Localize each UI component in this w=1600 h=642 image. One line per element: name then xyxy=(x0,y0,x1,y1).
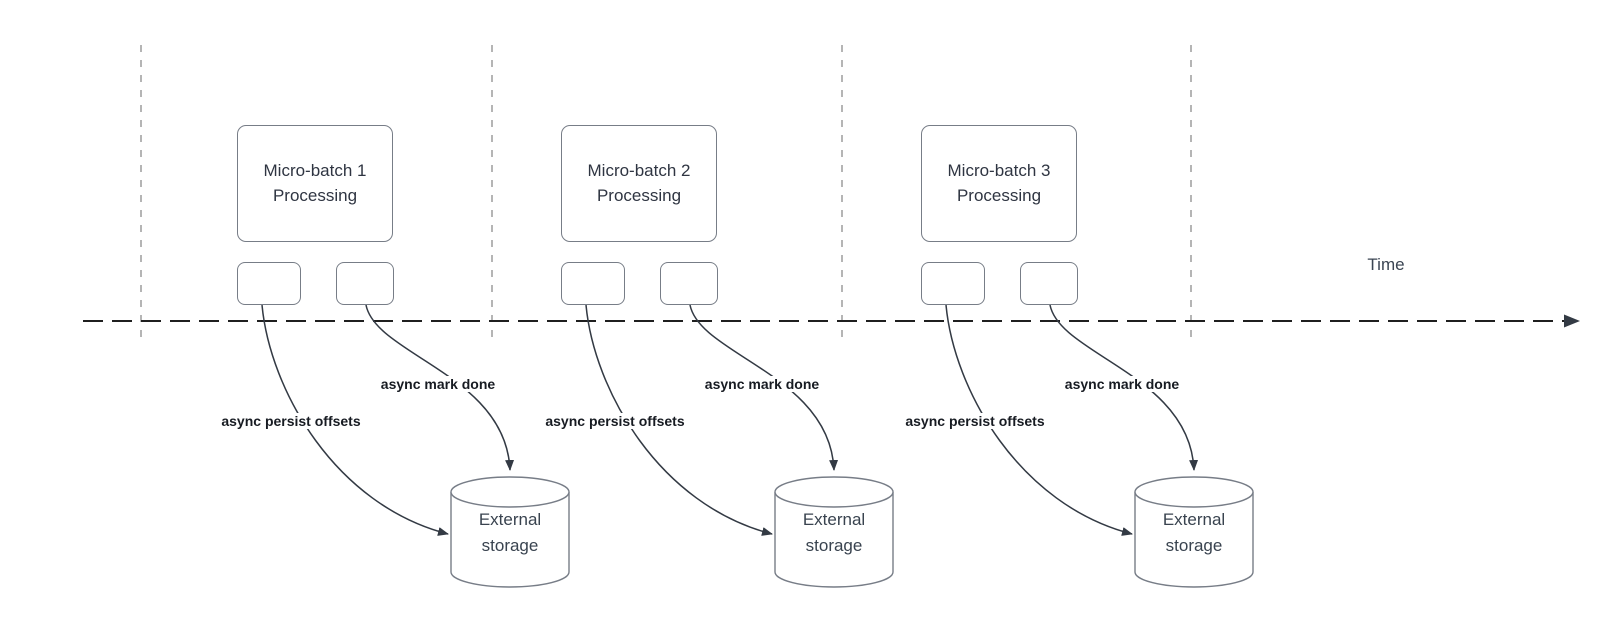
external-storage-label-2: External storage xyxy=(802,510,866,555)
async-mark-done-label-3: async mark done xyxy=(1061,376,1183,392)
persist-offsets-arrow-1 xyxy=(261,304,449,536)
external-storage-label-3: External storage xyxy=(1162,510,1226,555)
external-storage-label-1: External storage xyxy=(478,510,542,555)
async-mark-done-label-2: async mark done xyxy=(701,376,823,392)
storage-cylinder-1 xyxy=(450,476,570,588)
persist-offsets-arrow-3 xyxy=(945,304,1133,536)
storage-cylinder-3 xyxy=(1134,476,1254,588)
offset-checkpoint-box-2 xyxy=(561,262,625,305)
offset-checkpoint-box-3 xyxy=(921,262,985,305)
async-mark-done-label-1: async mark done xyxy=(377,376,499,392)
microbatch-1-processing-box: Micro-batch 1 Processing xyxy=(237,125,393,242)
microbatch-3-processing-box: Micro-batch 3 Processing xyxy=(921,125,1077,242)
async-persist-offsets-label-2: async persist offsets xyxy=(542,413,688,429)
persist-offsets-arrow-2 xyxy=(585,304,773,536)
async-persist-offsets-label-1: async persist offsets xyxy=(218,413,364,429)
mark-done-arrow-3 xyxy=(1049,304,1199,471)
offset-checkpoint-box-1 xyxy=(237,262,301,305)
microbatch-2-processing-box: Micro-batch 2 Processing xyxy=(561,125,717,242)
mark-done-arrow-2 xyxy=(689,304,839,471)
storage-cylinder-2 xyxy=(774,476,894,588)
mark-done-arrow-1 xyxy=(365,304,515,471)
commit-checkpoint-box-1 xyxy=(336,262,394,305)
commit-checkpoint-box-3 xyxy=(1020,262,1078,305)
async-persist-offsets-label-3: async persist offsets xyxy=(902,413,1048,429)
time-axis-label: Time xyxy=(1367,255,1405,274)
commit-checkpoint-box-2 xyxy=(660,262,718,305)
